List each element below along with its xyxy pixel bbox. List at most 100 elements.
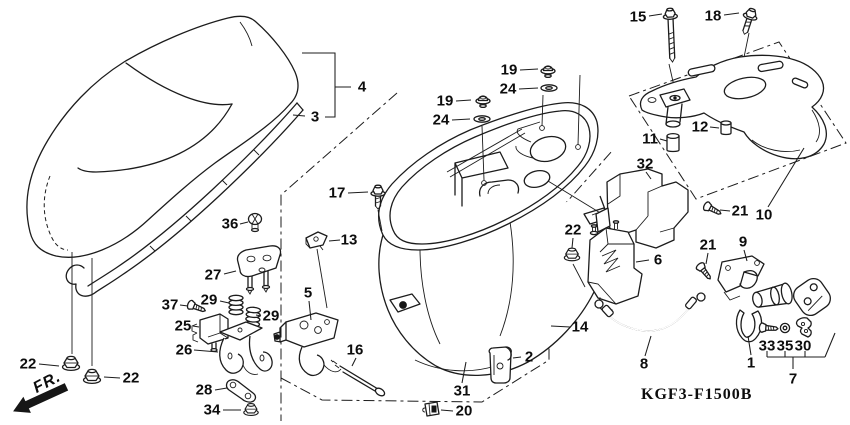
callout-14: 14 — [572, 319, 589, 336]
callout-1: 1 — [747, 355, 755, 372]
grommet-19b — [475, 95, 491, 109]
leader-line-14 — [550, 325, 571, 328]
bracket-5 — [273, 312, 342, 377]
bolt-18 — [741, 5, 760, 35]
callout-33: 33 — [759, 338, 776, 355]
grommet-19a — [540, 65, 556, 79]
hinge-pin — [399, 301, 407, 309]
callout-8: 8 — [640, 356, 648, 373]
callout-16: 16 — [347, 342, 364, 359]
callout-30: 30 — [795, 338, 812, 355]
leader-line-10 — [767, 147, 805, 208]
nut-22a — [61, 355, 81, 372]
leader-line-11 — [659, 138, 668, 142]
leader-line-5 — [308, 300, 312, 321]
leader-line-16 — [351, 357, 357, 367]
carrier-opening — [723, 76, 767, 100]
bolt-15 — [662, 7, 679, 63]
leader-line-19 — [455, 99, 472, 102]
leader-line-21 — [719, 209, 731, 212]
group-bracket-3-4 — [292, 52, 351, 118]
callout-19: 19 — [437, 93, 454, 110]
callout-34: 34 — [204, 402, 221, 419]
washer-24b — [473, 115, 491, 123]
leader-line-24 — [451, 118, 471, 121]
leader-line-13 — [328, 239, 341, 242]
nut-34 — [243, 402, 259, 416]
callout-24: 24 — [500, 81, 517, 98]
callout-17: 17 — [329, 185, 346, 202]
lock-fork-art — [735, 309, 763, 343]
callout-21: 21 — [732, 203, 749, 220]
leader-line-22 — [38, 363, 60, 367]
leader-line-22 — [571, 237, 574, 249]
callout-layer: 1234567891011121314151617181924192420212… — [20, 8, 812, 420]
callout-22: 22 — [123, 370, 140, 387]
leader-line-18 — [723, 12, 740, 16]
small-parts-art — [61, 5, 760, 417]
leader-line-19 — [519, 68, 539, 71]
callout-13: 13 — [341, 232, 358, 249]
rear-carrier-art — [639, 54, 827, 160]
screw-33 — [758, 322, 779, 334]
leader-line-29 — [219, 300, 230, 304]
callout-27: 27 — [205, 267, 222, 284]
callout-24: 24 — [433, 112, 450, 129]
bolt-17 — [370, 184, 386, 210]
callout-5: 5 — [304, 285, 312, 302]
lock-cable-art — [594, 292, 706, 332]
tool-box-cover-art — [595, 168, 689, 249]
leader-line-6 — [635, 259, 650, 263]
bracket-13 — [305, 231, 328, 251]
callout-37: 37 — [162, 297, 179, 314]
grommet-36 — [247, 212, 263, 233]
leader-line-20 — [440, 409, 454, 412]
leader-line-31 — [461, 361, 467, 384]
rod-16 — [330, 359, 386, 397]
latch-art — [717, 255, 765, 301]
callout-7: 7 — [789, 371, 797, 388]
leader-line-26 — [193, 349, 219, 353]
seat-bolt-projection-lines — [71, 252, 93, 366]
leader-line-36 — [239, 221, 249, 225]
callout-4: 4 — [358, 79, 367, 96]
clip-20 — [422, 401, 440, 417]
screw-21b — [694, 260, 715, 283]
leader-line-29 — [255, 314, 262, 317]
diagram-part-code: KGF3-F1500B — [641, 386, 753, 403]
seat-lock-assembly-art — [587, 220, 643, 312]
hinge-plate-27 — [236, 245, 282, 295]
callout-22: 22 — [20, 356, 37, 373]
callout-31: 31 — [454, 383, 471, 400]
callout-25: 25 — [175, 318, 192, 335]
seat-seam — [125, 62, 233, 106]
spring-29a — [228, 294, 244, 316]
clamp-30 — [795, 317, 812, 338]
callout-21: 21 — [700, 237, 717, 254]
callout-20: 20 — [456, 403, 473, 420]
callout-19: 19 — [501, 62, 518, 79]
callout-32: 32 — [637, 156, 654, 173]
seat-trim-strip-art — [65, 102, 304, 297]
callout-35: 35 — [777, 338, 794, 355]
leader-line-27 — [223, 270, 237, 275]
seat-art — [26, 15, 299, 258]
section-boundary-lines — [280, 41, 847, 421]
luggage-box-art — [377, 102, 641, 376]
leader-line-8 — [644, 335, 652, 357]
callout-3: 3 — [311, 109, 319, 126]
washer-24a — [540, 84, 558, 92]
callout-18: 18 — [705, 8, 722, 25]
clip-2 — [488, 346, 512, 384]
callout-10: 10 — [756, 207, 773, 224]
hook-bracket-26 — [219, 321, 273, 375]
leader-line-37 — [179, 304, 189, 307]
callout-29: 29 — [201, 292, 218, 309]
callout-22: 22 — [565, 222, 582, 239]
lock-catch-25 — [191, 313, 229, 353]
leader-line-2 — [512, 356, 522, 359]
leader-line-32 — [645, 171, 652, 180]
leader-line-17 — [347, 191, 369, 194]
nut-22b — [82, 368, 102, 385]
